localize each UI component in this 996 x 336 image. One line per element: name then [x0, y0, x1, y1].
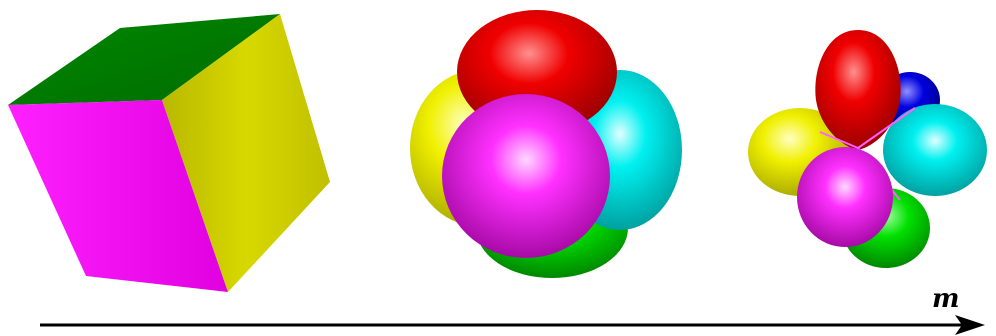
axis-label-m: m — [932, 284, 960, 314]
sphere-cluster-shape — [410, 10, 682, 278]
cube-shape — [8, 14, 330, 292]
m-axis-arrow — [40, 315, 985, 335]
magenta-sphere — [442, 94, 610, 258]
magenta-lobe — [797, 147, 893, 247]
cyan-lobe — [883, 104, 987, 196]
lobe-cluster-shape — [748, 30, 987, 268]
